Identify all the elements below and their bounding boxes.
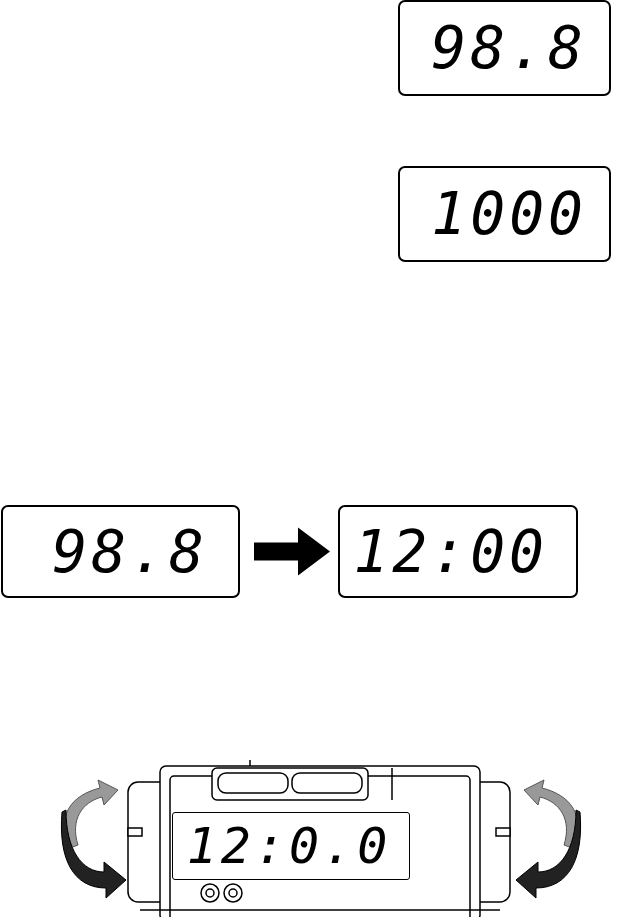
display-reading: 98.8 [431,19,587,77]
rotation-arrows [61,780,580,898]
lcd-display: 98.8 [398,0,611,96]
lcd-display: 98.8 [1,505,240,598]
display-reading: 98.8 [52,523,208,581]
clock-housing [128,760,510,917]
clock-display: 12:0.0 [172,812,411,880]
lcd-display: 1000 [398,166,611,262]
display-reading: 12:0.0 [187,821,392,871]
flow-arrow [254,528,330,576]
display-reading: 1000 [431,185,587,243]
display-reading: 12:00 [353,523,548,581]
lcd-display: 12:00 [338,505,578,598]
